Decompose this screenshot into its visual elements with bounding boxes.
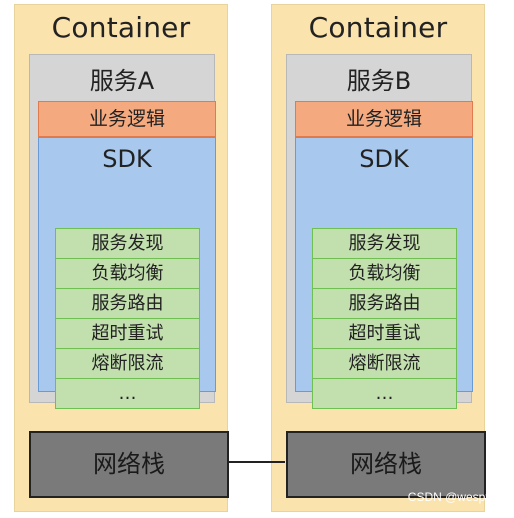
container-title: Container	[308, 11, 448, 44]
sdk-item-load-balancing: 负载均衡	[55, 258, 200, 289]
sdk-item-service-discovery: 服务发现	[312, 228, 457, 259]
sdk-title: SDK	[102, 145, 152, 173]
watermark: CSDN @wespten	[407, 490, 502, 504]
sdk-title: SDK	[359, 145, 409, 173]
container-b: Container 服务B 业务逻辑 SDK 服务发现 负载均衡 服务路由 超时…	[271, 4, 486, 512]
service-b-box: 服务B 业务逻辑 SDK 服务发现 负载均衡 服务路由 超时重试 熔断限流 …	[286, 54, 473, 409]
sdk-item-timeout-retry: 超时重试	[55, 318, 200, 349]
sdk-box: SDK 服务发现 负载均衡 服务路由 超时重试 熔断限流 …	[295, 137, 473, 409]
sdk-item-more: …	[55, 378, 200, 409]
network-stack-box: 网络栈	[286, 431, 486, 498]
sdk-item-circuit-breaking: 熔断限流	[55, 348, 200, 379]
sdk-item-more: …	[312, 378, 457, 409]
service-title: 服务B	[346, 67, 412, 95]
sdk-item-timeout-retry: 超时重试	[312, 318, 457, 349]
business-logic-box: 业务逻辑	[38, 101, 216, 137]
sdk-item-circuit-breaking: 熔断限流	[312, 348, 457, 379]
container-title: Container	[51, 11, 191, 44]
network-connector-line	[228, 461, 285, 463]
service-a-box: 服务A 业务逻辑 SDK 服务发现 负载均衡 服务路由 超时重试 熔断限流 …	[29, 54, 216, 409]
sdk-item-service-routing: 服务路由	[312, 288, 457, 319]
sdk-item-load-balancing: 负载均衡	[312, 258, 457, 289]
container-a: Container 服务A 业务逻辑 SDK 服务发现 负载均衡 服务路由 超时…	[14, 4, 229, 512]
sdk-box: SDK 服务发现 负载均衡 服务路由 超时重试 熔断限流 …	[38, 137, 216, 409]
sdk-item-service-discovery: 服务发现	[55, 228, 200, 259]
network-stack-box: 网络栈	[29, 431, 229, 498]
sdk-item-service-routing: 服务路由	[55, 288, 200, 319]
service-title: 服务A	[89, 67, 155, 95]
business-logic-box: 业务逻辑	[295, 101, 473, 137]
